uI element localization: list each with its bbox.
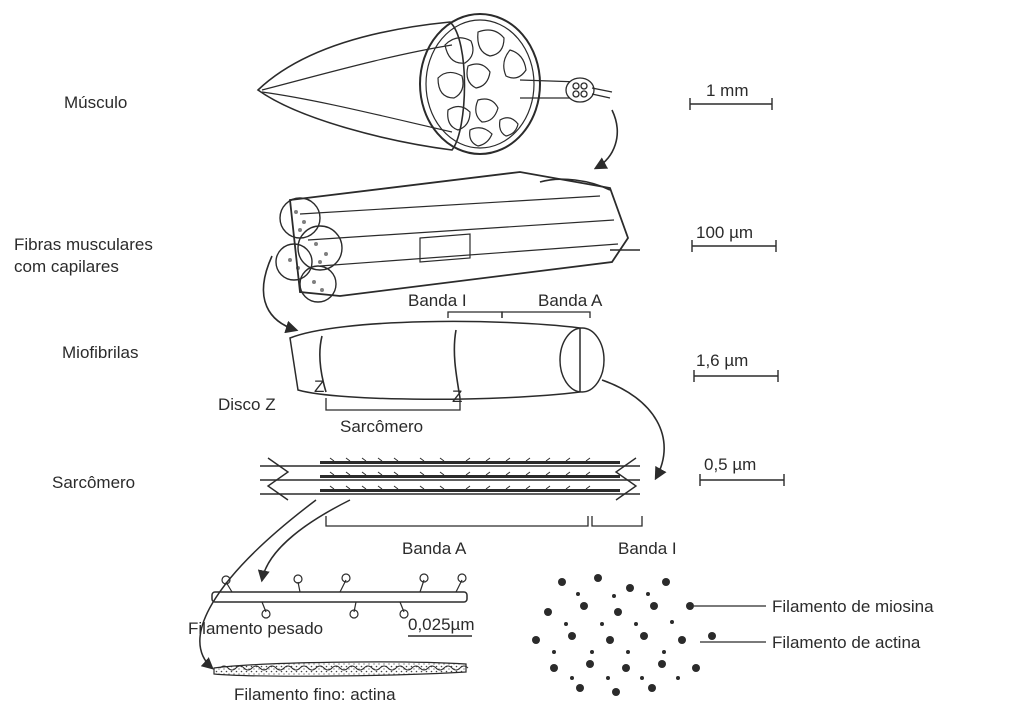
label-myosin-filament: Filamento de miosina	[772, 597, 934, 616]
scale-label-muscle: 1 mm	[706, 81, 749, 100]
scale-label-myofibrils: 1,6 µm	[696, 351, 748, 370]
sarcomere-illustration	[260, 458, 640, 500]
muscle-illustration	[258, 14, 612, 154]
label-band-a-bottom: Banda A	[402, 539, 467, 558]
muscle-to-fiber-arrow	[596, 110, 617, 168]
label-thin-filament: Filamento fino: actina	[234, 685, 396, 704]
sarcomere-band-brackets	[326, 516, 642, 526]
scale-bar-sarcomere	[700, 474, 784, 486]
label-actin-filament: Filamento de actina	[772, 633, 921, 652]
thin-filament-illustration	[214, 662, 468, 676]
label-band-i-top: Banda I	[408, 291, 467, 310]
label-myofibrils: Miofibrilas	[62, 343, 139, 362]
label-z-right: Z	[452, 387, 462, 406]
myofibril-illustration	[290, 321, 604, 399]
label-sarcomere-under-myofibril: Sarcômero	[340, 417, 423, 436]
label-muscle: Músculo	[64, 93, 127, 112]
label-disc-z: Disco Z	[218, 395, 276, 414]
label-thick-filament: Filamento pesado	[188, 619, 323, 638]
cross-section-illustration	[532, 574, 716, 696]
scale-label-thick-filament: 0,025µm	[408, 615, 475, 634]
label-z-left: Z	[314, 377, 324, 396]
label-band-i-bottom: Banda I	[618, 539, 677, 558]
scale-label-fibers: 100 µm	[696, 223, 753, 242]
sarcomere-to-thick-arrow	[262, 500, 350, 580]
label-sarcomere-level: Sarcômero	[52, 473, 135, 492]
fiber-to-myofibril-arrow	[263, 256, 296, 330]
muscle-fibers-illustration	[276, 172, 640, 302]
thick-filament-illustration	[212, 574, 467, 618]
scale-label-sarcomere: 0,5 µm	[704, 455, 756, 474]
label-band-a-top: Banda A	[538, 291, 603, 310]
label-fibers: Fibras musculares com capilares	[14, 235, 158, 276]
scale-bar-myofibrils	[694, 370, 778, 382]
